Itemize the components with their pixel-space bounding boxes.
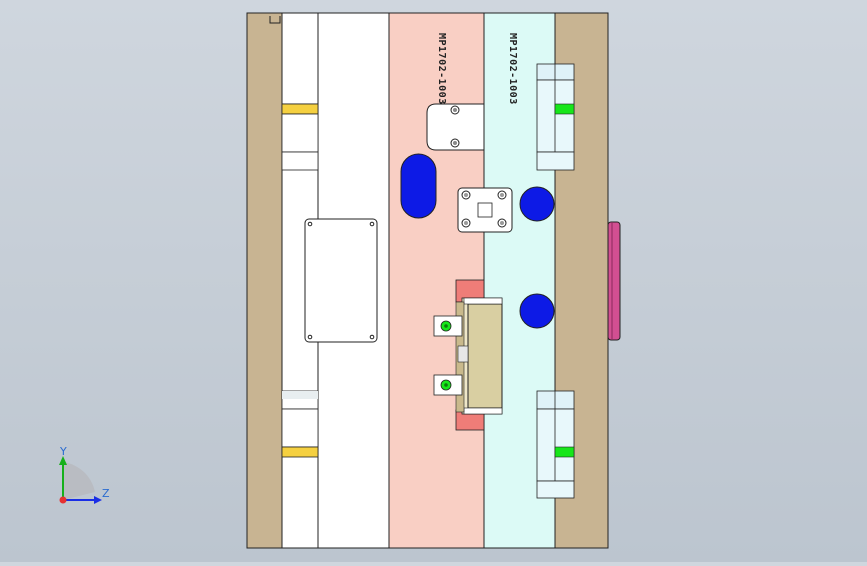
y-axis-label: Y bbox=[59, 445, 67, 458]
upper-pin-base bbox=[281, 151, 319, 171]
window-screw-br bbox=[369, 334, 375, 340]
plate-a-part-number: MP1702-1003 bbox=[436, 33, 447, 105]
locating-ring bbox=[607, 221, 621, 341]
y-axis-arrow bbox=[59, 456, 67, 465]
window-screw-tl bbox=[307, 221, 313, 227]
lock-screw-tr-core bbox=[500, 193, 504, 197]
green-screw-lower-core bbox=[444, 383, 448, 387]
left-clamp-plate bbox=[246, 12, 283, 549]
slide-block bbox=[467, 303, 503, 409]
upper-return-pin-base bbox=[536, 151, 575, 171]
upper-green-marker bbox=[554, 103, 575, 115]
upper-return-pin-head bbox=[536, 63, 575, 81]
window-screw-tr bbox=[369, 221, 375, 227]
plate-b-part-number: MP1702-1003 bbox=[507, 33, 518, 105]
upper-return-pin-body bbox=[536, 79, 575, 153]
locking-block-notch bbox=[477, 202, 493, 218]
coordinate-triad: Y Z bbox=[59, 445, 110, 504]
top-insert bbox=[426, 103, 485, 151]
corner-mark bbox=[269, 16, 281, 24]
insert-screw-1-core bbox=[453, 108, 457, 112]
lower-green-marker bbox=[554, 446, 575, 458]
lower-yellow-marker bbox=[281, 446, 319, 458]
insert-screw-2-core bbox=[453, 141, 457, 145]
upper-pin-body bbox=[281, 113, 319, 153]
triad-arc bbox=[63, 462, 95, 500]
lower-return-pin-base bbox=[536, 480, 575, 499]
window-screw-bl bbox=[307, 334, 313, 340]
upper-yellow-marker bbox=[281, 103, 319, 115]
green-screw-upper-core bbox=[444, 324, 448, 328]
lock-screw-br-core bbox=[500, 221, 504, 225]
lock-screw-bl-core bbox=[464, 221, 468, 225]
slide-pin bbox=[457, 345, 469, 363]
z-axis-label: Z bbox=[102, 487, 110, 500]
ejector-window bbox=[304, 218, 378, 343]
lock-screw-tl-core bbox=[464, 193, 468, 197]
lower-return-pin-body bbox=[536, 408, 575, 482]
slide-cap-top bbox=[463, 297, 503, 305]
lower-pin-shade bbox=[282, 391, 318, 399]
cooling-hole-lower bbox=[519, 293, 555, 329]
slide-cap-bottom bbox=[463, 407, 503, 415]
cooling-slot bbox=[400, 153, 437, 219]
cooling-hole-upper bbox=[519, 186, 555, 222]
lower-return-pin-head bbox=[536, 390, 575, 410]
triad-origin bbox=[59, 496, 67, 504]
lower-pin-body bbox=[281, 408, 319, 448]
z-axis-arrow bbox=[94, 496, 102, 504]
